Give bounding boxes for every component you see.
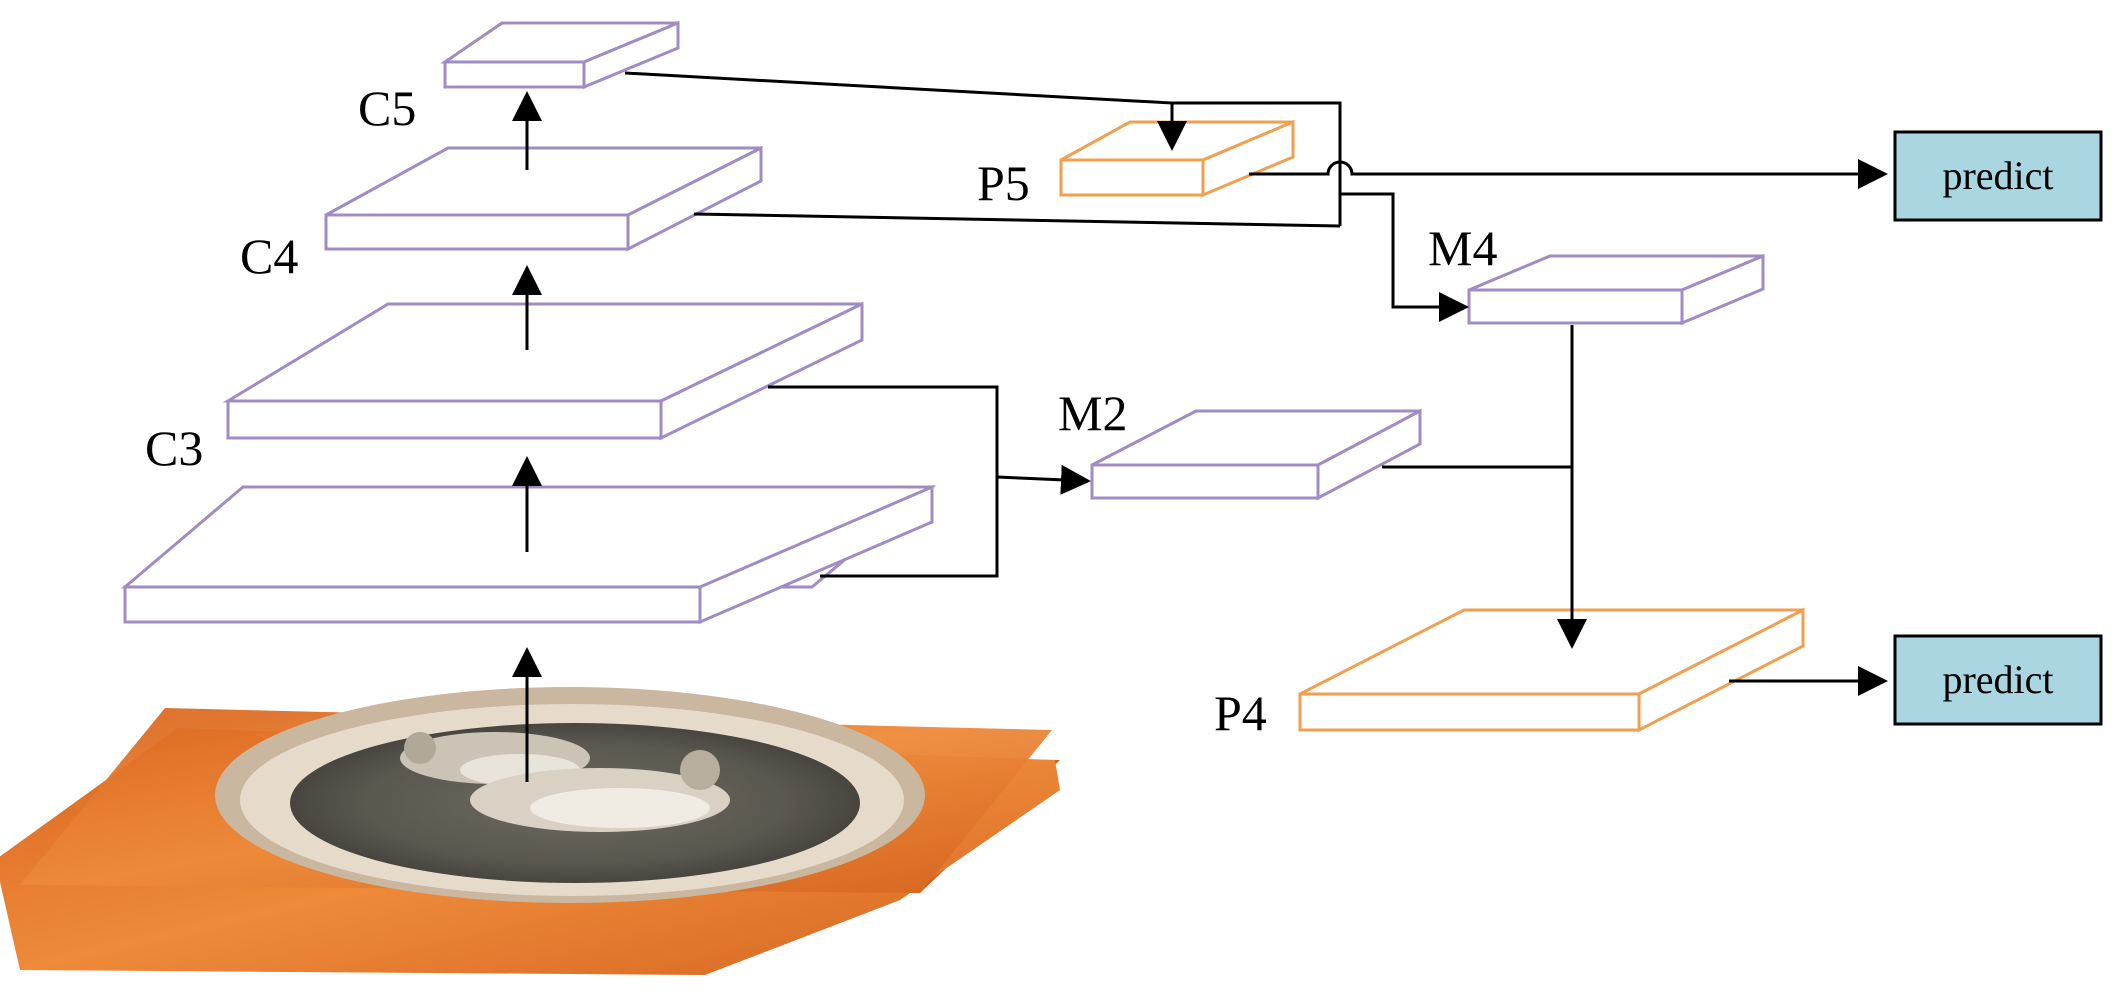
backbone-layer-c5 [440,20,680,90]
label-p5: P5 [977,155,1030,211]
label-c4: C4 [240,228,298,284]
label-p4: P4 [1214,685,1267,741]
predict-box-top: predict [1893,130,2103,222]
predict-box-bottom: predict [1893,634,2103,726]
label-m4: M4 [1428,220,1497,276]
layer-m4 [1467,253,1765,326]
input-image-icon [0,687,1060,975]
connector-c3-layer1-bus [768,385,999,578]
label-c5: C5 [358,80,416,136]
connector-to-m4 [1340,192,1469,322]
layer-p5 [1059,119,1295,198]
connector-c5-p5 [624,71,1187,151]
label-c3: C3 [145,420,203,476]
predict-label-top: predict [1942,153,2053,198]
layer-m2 [1090,408,1422,501]
connector-c4-bus [693,212,1341,228]
backbone-layer-c3 [222,301,864,441]
connector-p5-predict [1249,159,1888,189]
layer-p4 [1298,607,1805,733]
label-m2: M2 [1058,385,1127,441]
backbone-layer-c4 [324,145,763,252]
predict-label-bottom: predict [1942,657,2053,702]
connector-to-m2 [996,464,1091,495]
connector-p5-bus [1172,101,1342,226]
